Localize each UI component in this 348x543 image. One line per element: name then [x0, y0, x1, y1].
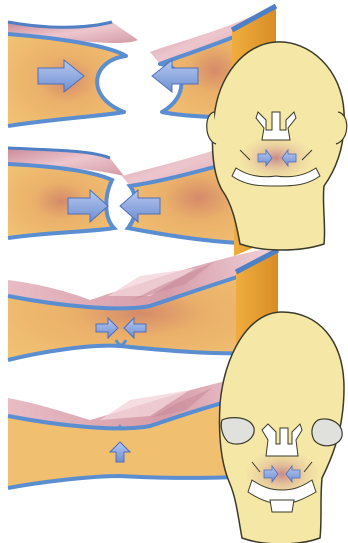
ear-right-shape	[312, 419, 342, 446]
nasal-septum-shape	[262, 424, 302, 456]
head-view-lower	[219, 312, 344, 543]
ear-left-shape	[221, 418, 254, 444]
